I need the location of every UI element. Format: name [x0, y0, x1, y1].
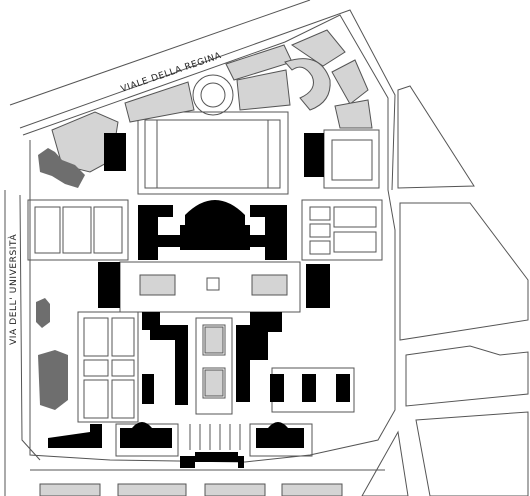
east-block-frame [301, 199, 383, 261]
lower-left-room-4 [111, 359, 135, 377]
black-building-nw [104, 133, 126, 171]
black-building-bottom-left [48, 424, 102, 448]
green-areas [39, 29, 373, 496]
east-room-4 [333, 206, 377, 228]
west-room-3 [93, 206, 123, 254]
wing-right-top [250, 205, 287, 217]
city-block-e3 [415, 411, 529, 496]
outline-layer [4, 0, 529, 496]
city-block-ne [397, 85, 475, 189]
lower-left-room-6 [111, 379, 135, 419]
wing-left-vertical [138, 205, 158, 260]
black-building-se-block [236, 312, 282, 402]
site-boundary [22, 14, 396, 463]
lower-left-room-2 [111, 317, 135, 357]
black-building-bottom-gate [180, 452, 244, 468]
black-building-se-3 [336, 374, 350, 402]
black-building-east-mid [306, 264, 330, 308]
black-building-sw-small [142, 374, 154, 404]
green-area-crescent [284, 58, 331, 111]
street-edge-top-outer [9, 0, 311, 106]
green-plaza-right [251, 274, 288, 296]
green-mall-top [204, 326, 224, 354]
central-courtyard [144, 119, 281, 189]
black-building-west-mid [98, 262, 120, 308]
green-bottom-2 [117, 483, 187, 496]
green-area-ne4 [334, 99, 373, 129]
green-bottom-4 [281, 483, 343, 496]
lower-left-block [77, 311, 139, 423]
secondary-buildings [36, 148, 85, 410]
green-area-ne3 [331, 59, 369, 105]
wing-left-top [138, 205, 173, 217]
east-room-1 [309, 206, 331, 221]
central-mall-bottom [202, 367, 226, 399]
wing-right-vertical [265, 205, 287, 260]
green-bottom-3 [204, 483, 266, 496]
gray-building-nw [38, 148, 85, 188]
west-block-frame [27, 199, 129, 261]
annex-east-inner [331, 139, 373, 181]
green-plaza-left [139, 274, 176, 296]
central-courtyard-frame [137, 111, 289, 195]
green-area-n2 [236, 69, 291, 111]
east-room-3 [309, 240, 331, 255]
lower-left-room-1 [83, 317, 109, 357]
gray-building-w1 [36, 298, 50, 328]
roundabout-outer [192, 74, 234, 116]
green-bottom-1 [39, 483, 101, 496]
roundabout-inner [200, 82, 226, 108]
central-mall-frame [195, 317, 233, 415]
west-room-1 [34, 206, 61, 254]
east-room-2 [309, 223, 331, 238]
black-building-sw-block [142, 312, 188, 405]
street-label-left: VIA DELL' UNIVERSITÀ [7, 234, 19, 345]
black-building-se-2 [302, 374, 316, 402]
street-edge-top-inner [19, 9, 396, 191]
central-mall-top [202, 324, 226, 356]
black-building-bottom-center-right [256, 422, 304, 448]
green-area-n1 [124, 81, 195, 123]
black-building-se-1 [270, 374, 284, 402]
gray-building-w2 [38, 350, 68, 410]
main-buildings [48, 133, 350, 468]
green-area-ne2 [290, 29, 346, 67]
city-block-e2 [405, 345, 529, 407]
black-building-bottom-center-left [120, 422, 172, 448]
street-edge-left-inner [19, 194, 41, 461]
city-block-e1 [399, 202, 529, 341]
lower-left-room-3 [83, 359, 109, 377]
west-room-2 [62, 206, 92, 254]
lower-left-room-5 [83, 379, 109, 419]
domed-building-center [180, 200, 250, 250]
central-plaza-center [206, 277, 220, 291]
city-block-se [361, 430, 409, 496]
east-room-5 [333, 231, 377, 253]
green-mall-bottom [204, 369, 224, 397]
black-building-ne [304, 133, 324, 177]
